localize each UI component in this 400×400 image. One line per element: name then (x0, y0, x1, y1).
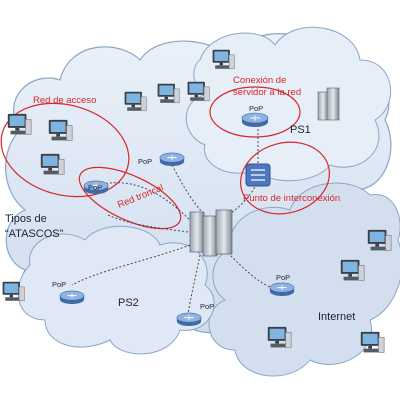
label-conexion-1: Conexión de (233, 75, 286, 86)
pop-label-top-mid: PoP (138, 157, 152, 166)
ps1-server-icon (317, 87, 340, 121)
interconnection-switch-icon (245, 163, 271, 187)
link-center-pop2 (71, 244, 191, 286)
router-top-mid (159, 152, 185, 167)
label-ps2: PS2 (118, 297, 139, 309)
cloud-internet (208, 182, 400, 377)
router-bottom-mid (176, 312, 202, 327)
link-pop-left-center (97, 182, 196, 226)
pop-label-ps2: PoP (52, 280, 66, 289)
link-pop-trunk (107, 214, 189, 233)
label-red-acceso: Red de acceso (33, 95, 96, 106)
label-internet: Internet (318, 311, 355, 323)
link-center-pop3 (187, 254, 201, 316)
label-tipos-1: Tipos de (5, 213, 47, 225)
pop-label-bottom-mid: PoP (200, 302, 214, 311)
pop-label-ps1: PoP (249, 104, 263, 113)
pop-label-troncal: PoP (88, 183, 102, 192)
label-tipos-2: “ATASCOS” (5, 228, 64, 240)
router-ps1 (241, 112, 269, 128)
label-conexion-2: servidor a la red (233, 87, 301, 98)
router-internet (269, 282, 295, 297)
label-punto-interconexion: Punto de interconexión (243, 193, 340, 204)
cloud-ps1 (185, 26, 391, 182)
red-troncal-ellipse (78, 166, 182, 230)
label-ps1: PS1 (290, 124, 311, 136)
cloud-ps2 (17, 225, 215, 355)
pc-bottom-2 (360, 331, 385, 353)
pop-label-internet: PoP (276, 273, 290, 282)
interconexion-ellipse (239, 141, 331, 215)
router-ps2 (59, 290, 85, 305)
central-server-icon (189, 209, 233, 257)
red-acceso-ellipse (0, 102, 130, 198)
conexion-ellipse (209, 86, 301, 138)
